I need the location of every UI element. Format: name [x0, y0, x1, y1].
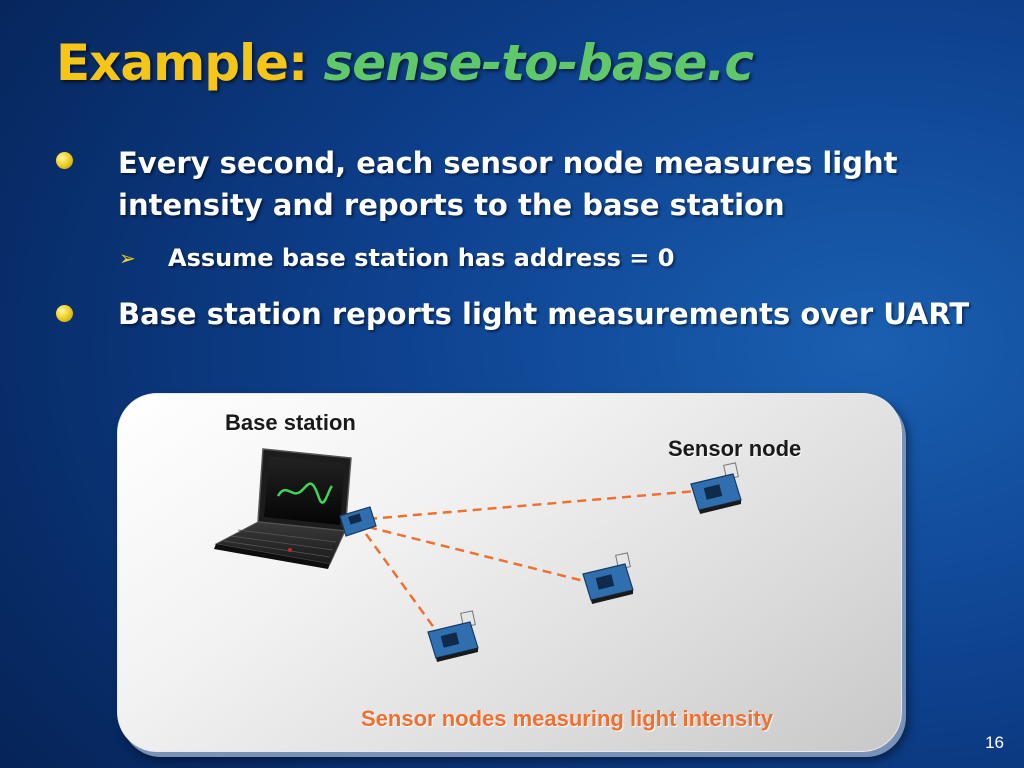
- radio-links: [364, 488, 709, 637]
- sensor-node-icon: [690, 462, 742, 514]
- sub-bullet-arrow-icon: ➢: [119, 246, 136, 270]
- network-diagram: [214, 448, 742, 662]
- bullet-1-text: Every second, each sensor node measures …: [118, 146, 898, 222]
- network-diagram-panel: Base station Sensor node Sensor nodes me…: [117, 393, 902, 752]
- sensor-node-icon: [427, 610, 479, 662]
- laptop-icon: [214, 448, 377, 569]
- sub-bullet-1-text: Assume base station has address = 0: [168, 244, 675, 272]
- slide-title: Example: sense-to-base.c: [56, 34, 755, 92]
- diagram-caption: Sensor nodes measuring light intensity: [361, 706, 773, 731]
- link-to-sensor-node-3: [364, 533, 442, 637]
- page-number: 16: [985, 733, 1004, 752]
- title-code-filename: sense-to-base.c: [323, 34, 755, 92]
- bullet-dot-icon: [56, 305, 73, 322]
- bullet-2-text: Base station reports light measurements …: [118, 297, 970, 331]
- link-to-sensor-node-1: [367, 488, 709, 521]
- link-to-sensor-node-2: [367, 525, 589, 584]
- title-prefix: Example:: [56, 34, 308, 92]
- bullet-dot-icon: [56, 152, 73, 169]
- base-station-label: Base station: [225, 410, 356, 435]
- sensor-node-label: Sensor node: [668, 436, 802, 461]
- sensor-node-icon: [582, 552, 634, 604]
